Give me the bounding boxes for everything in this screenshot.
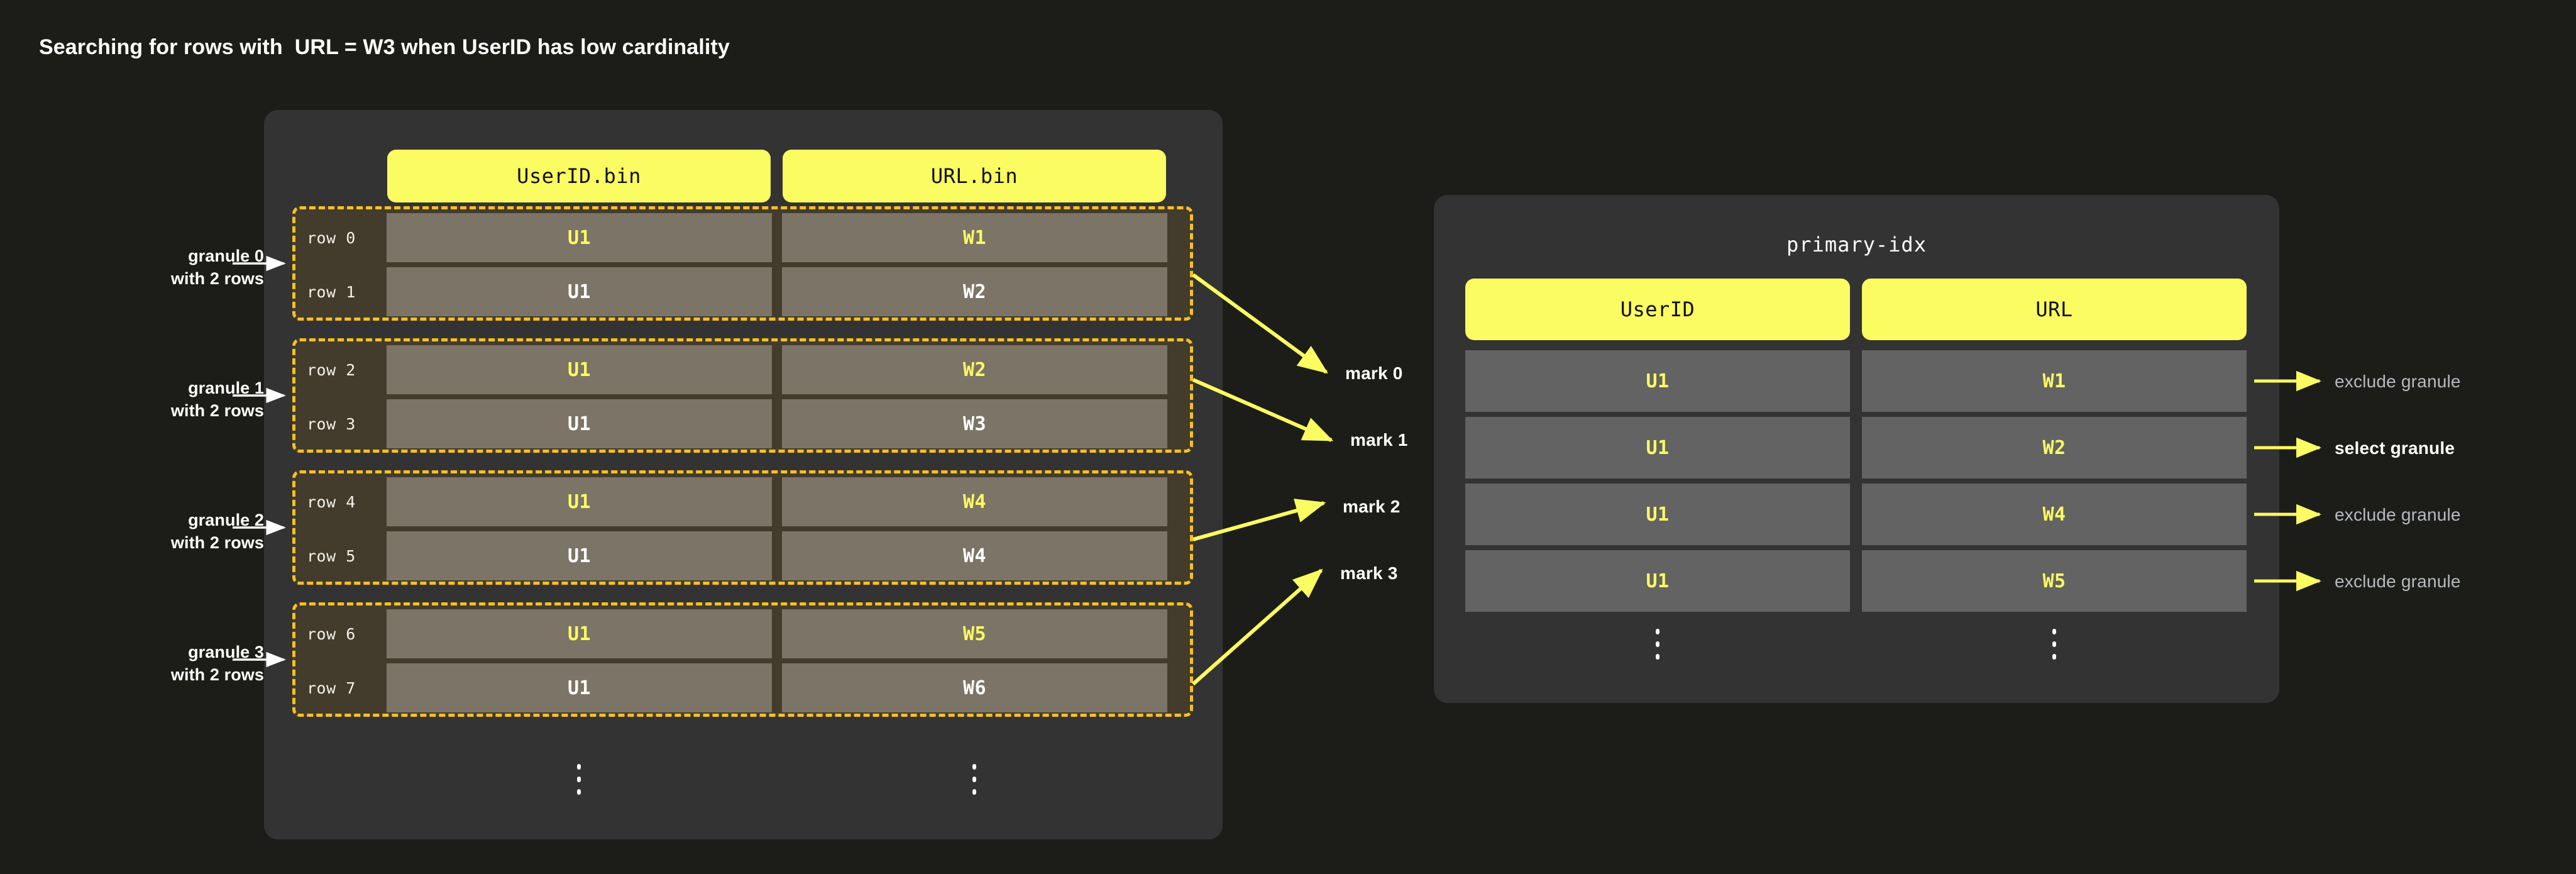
index-column-header-url: URL bbox=[1862, 279, 2247, 340]
index-cell-userid: U1 bbox=[1465, 484, 1850, 545]
index-cell-url: W5 bbox=[1862, 550, 2247, 612]
cell-userid: U1 bbox=[387, 609, 772, 658]
row-label: row 0 bbox=[307, 228, 356, 247]
cell-url: W5 bbox=[782, 609, 1167, 658]
cell-userid: U1 bbox=[387, 477, 772, 526]
row-label: row 4 bbox=[307, 492, 356, 511]
table-row: row 0 U1 W1 bbox=[295, 213, 1190, 262]
table-row: row 7 U1 W6 bbox=[295, 663, 1190, 712]
cell-url: W1 bbox=[782, 213, 1167, 262]
cell-url: W4 bbox=[782, 531, 1167, 580]
mark-label-2: mark 2 bbox=[1343, 497, 1401, 516]
index-cell-userid: U1 bbox=[1465, 550, 1850, 612]
index-cell-url: W1 bbox=[1862, 350, 2247, 412]
row-label: row 7 bbox=[307, 678, 356, 697]
table-row: row 5 U1 W4 bbox=[295, 531, 1190, 580]
table-row: row 2 U1 W2 bbox=[295, 345, 1190, 394]
vertical-ellipsis-icon bbox=[2048, 629, 2061, 660]
decision-label-0: exclude granule bbox=[2335, 372, 2461, 391]
cell-userid: U1 bbox=[387, 663, 772, 712]
mark-label-1: mark 1 bbox=[1350, 430, 1408, 450]
cell-userid: U1 bbox=[387, 345, 772, 394]
vertical-ellipsis-icon bbox=[968, 764, 981, 795]
mark-label-0: mark 0 bbox=[1345, 363, 1403, 383]
decision-label-2: exclude granule bbox=[2335, 505, 2461, 524]
row-label: row 3 bbox=[307, 414, 356, 433]
table-row: row 6 U1 W5 bbox=[295, 609, 1190, 658]
row-label: row 5 bbox=[307, 546, 356, 565]
cell-userid: U1 bbox=[387, 213, 772, 262]
cell-userid: U1 bbox=[387, 531, 772, 580]
granule-box-1: row 2 U1 W2 row 3 U1 W3 bbox=[292, 338, 1193, 453]
cell-url: W4 bbox=[782, 477, 1167, 526]
vertical-ellipsis-icon bbox=[1651, 629, 1664, 660]
table-row: row 1 U1 W2 bbox=[295, 267, 1190, 316]
index-cell-userid: U1 bbox=[1465, 417, 1850, 478]
cell-userid: U1 bbox=[387, 399, 772, 448]
granule-box-3: row 6 U1 W5 row 7 U1 W6 bbox=[292, 602, 1193, 717]
page-title: Searching for rows with URL = W3 when Us… bbox=[39, 35, 730, 59]
row-label: row 2 bbox=[307, 360, 356, 379]
cell-url: W3 bbox=[782, 399, 1167, 448]
table-row: row 4 U1 W4 bbox=[295, 477, 1190, 526]
column-header-url-bin: URL.bin bbox=[783, 150, 1166, 202]
row-label: row 1 bbox=[307, 282, 356, 301]
index-cell-url: W4 bbox=[1862, 484, 2247, 545]
granule-box-0: row 0 U1 W1 row 1 U1 W2 bbox=[292, 206, 1193, 321]
primary-index-title: primary-idx bbox=[1786, 233, 1927, 257]
table-row: row 3 U1 W3 bbox=[295, 399, 1190, 448]
vertical-ellipsis-icon bbox=[573, 764, 585, 795]
index-cell-url: W2 bbox=[1862, 417, 2247, 478]
cell-userid: U1 bbox=[387, 267, 772, 316]
granule-box-2: row 4 U1 W4 row 5 U1 W4 bbox=[292, 470, 1193, 585]
column-header-userid-bin: UserID.bin bbox=[387, 150, 771, 202]
index-column-header-userid: UserID bbox=[1465, 279, 1850, 340]
decision-label-1: select granule bbox=[2335, 438, 2455, 458]
mark-label-3: mark 3 bbox=[1340, 563, 1398, 583]
cell-url: W2 bbox=[782, 267, 1167, 316]
cell-url: W6 bbox=[782, 663, 1167, 712]
decision-label-3: exclude granule bbox=[2335, 572, 2461, 591]
row-label: row 6 bbox=[307, 624, 356, 643]
cell-url: W2 bbox=[782, 345, 1167, 394]
index-cell-userid: U1 bbox=[1465, 350, 1850, 412]
